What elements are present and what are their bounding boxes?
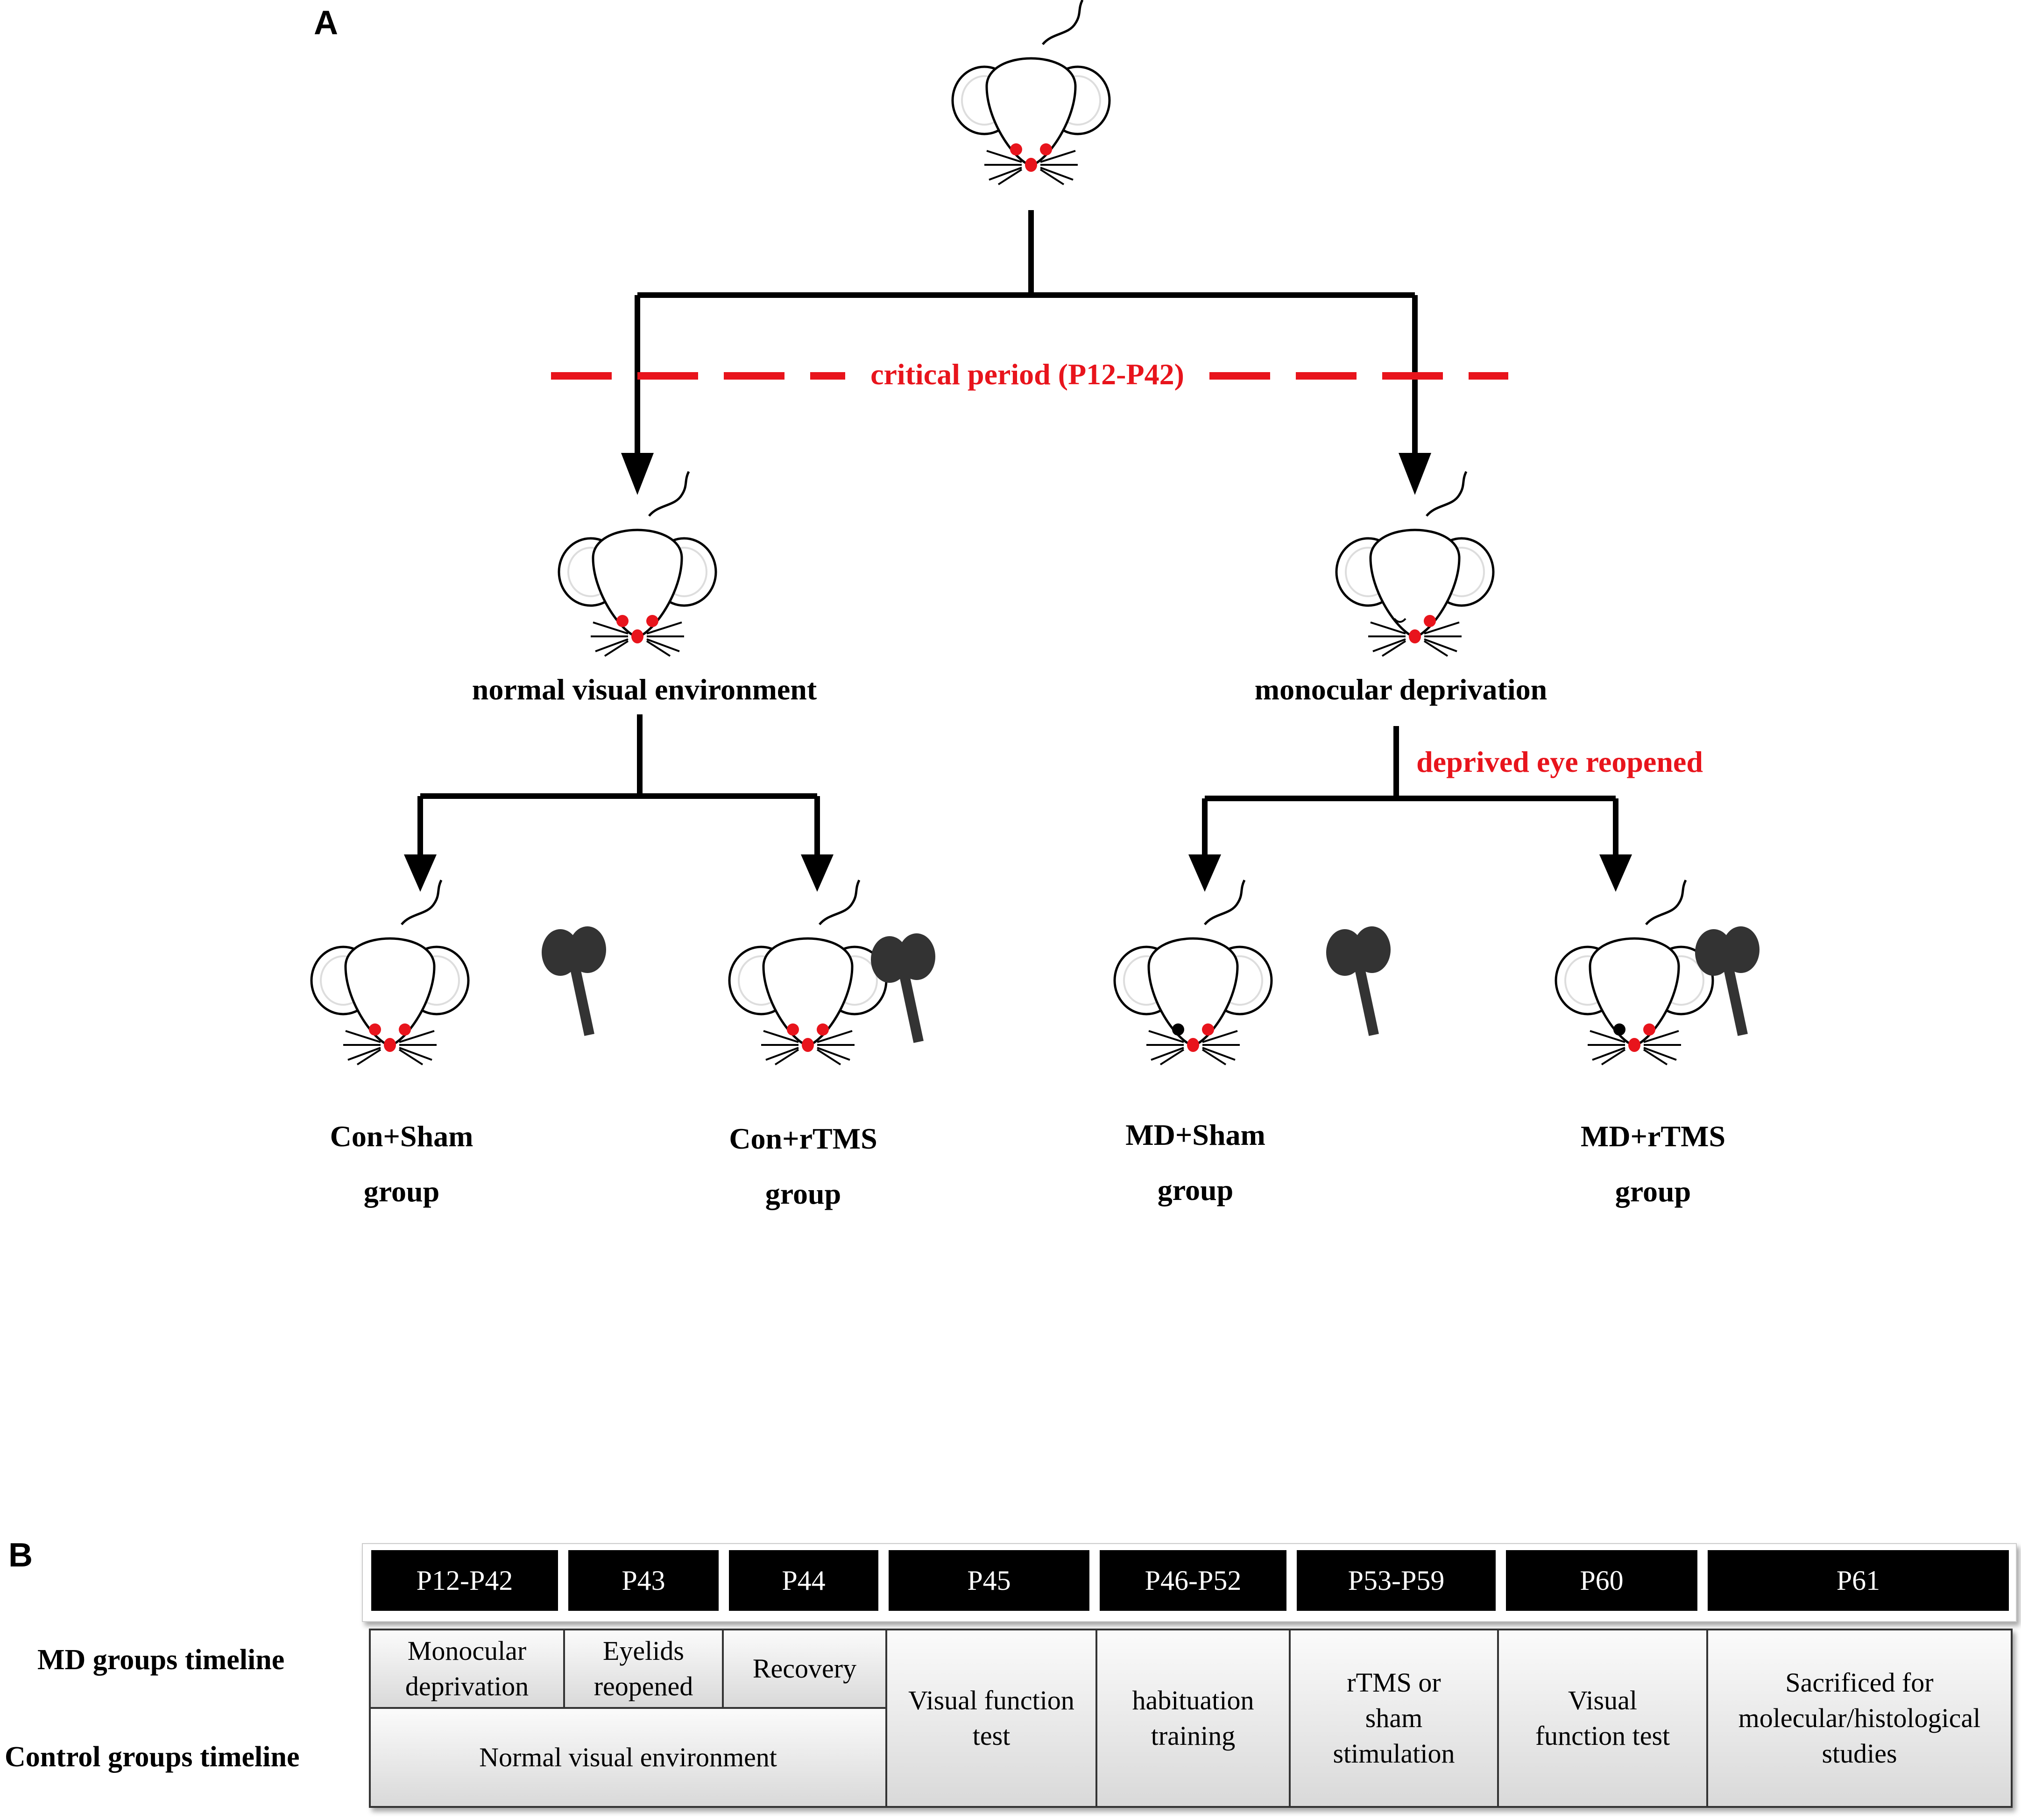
panel-label-b: B [8,1537,33,1574]
arrow-head [621,453,654,495]
branch-lines-right [1202,726,1618,859]
panel-label-a: A [314,4,338,42]
timeline-cell: Recovery [722,1629,887,1709]
branch-lines [635,210,1418,462]
group-label-md-sham: MD+Sham group [1125,1118,1265,1206]
timeline-table: Monocular deprivation Eyelids reopened R… [369,1629,2013,1808]
arrow-head [801,854,834,892]
mouse-icon [1336,472,1493,656]
timeline-header: P61 [1708,1550,2009,1611]
arrow-head [1599,854,1632,892]
mouse-icon [559,472,716,656]
mouse-icon [311,880,468,1065]
branch-lines-left [417,714,820,859]
timeline-cell: Visual function test [1497,1629,1708,1808]
mouse-icon [729,880,886,1065]
arrow-head [404,854,437,892]
deprived-eye-reopened-label: deprived eye reopened [1416,745,1703,778]
tms-coil-icon [542,926,606,1036]
timeline-cell: Eyelids reopened [563,1629,724,1709]
critical-period-label: critical period (P12-P42) [870,358,1184,391]
tms-coil-icon [1326,926,1391,1036]
group-label-md-rtms: MD+rTMS group [1580,1120,1726,1208]
timeline-cell: Visual function test [885,1629,1097,1808]
timeline-header: P44 [729,1550,878,1611]
timeline-cell: habituation training [1095,1629,1291,1808]
md-timeline-label: MD groups timeline [37,1644,285,1676]
timeline-header: P45 [889,1550,1089,1611]
normal-environment-label: normal visual environment [472,673,817,706]
group-label-con-sham: Con+Sham group [330,1120,473,1208]
timeline-header: P60 [1506,1550,1697,1611]
timeline-cell: Sacrificed for molecular/histological st… [1706,1629,2013,1808]
timeline-cell: rTMS or sham stimulation [1289,1629,1499,1808]
timeline-header: P43 [568,1550,719,1611]
timeline-cell: Normal visual environment [369,1707,887,1808]
arrow-head [1399,453,1431,495]
monocular-deprivation-label: monocular deprivation [1254,673,1548,706]
timeline-header: P53-P59 [1297,1550,1496,1611]
mouse-icon [1556,880,1713,1065]
timeline-header: P46-P52 [1100,1550,1286,1611]
arrow-head [1188,854,1221,892]
group-label-con-rtms: Con+rTMS group [729,1122,877,1210]
mouse-icon [953,0,1109,184]
timeline-cell: Monocular deprivation [369,1629,565,1709]
control-timeline-label: Control groups timeline [5,1741,300,1773]
timeline-header: P12-P42 [371,1550,558,1611]
mouse-icon [1115,880,1272,1065]
